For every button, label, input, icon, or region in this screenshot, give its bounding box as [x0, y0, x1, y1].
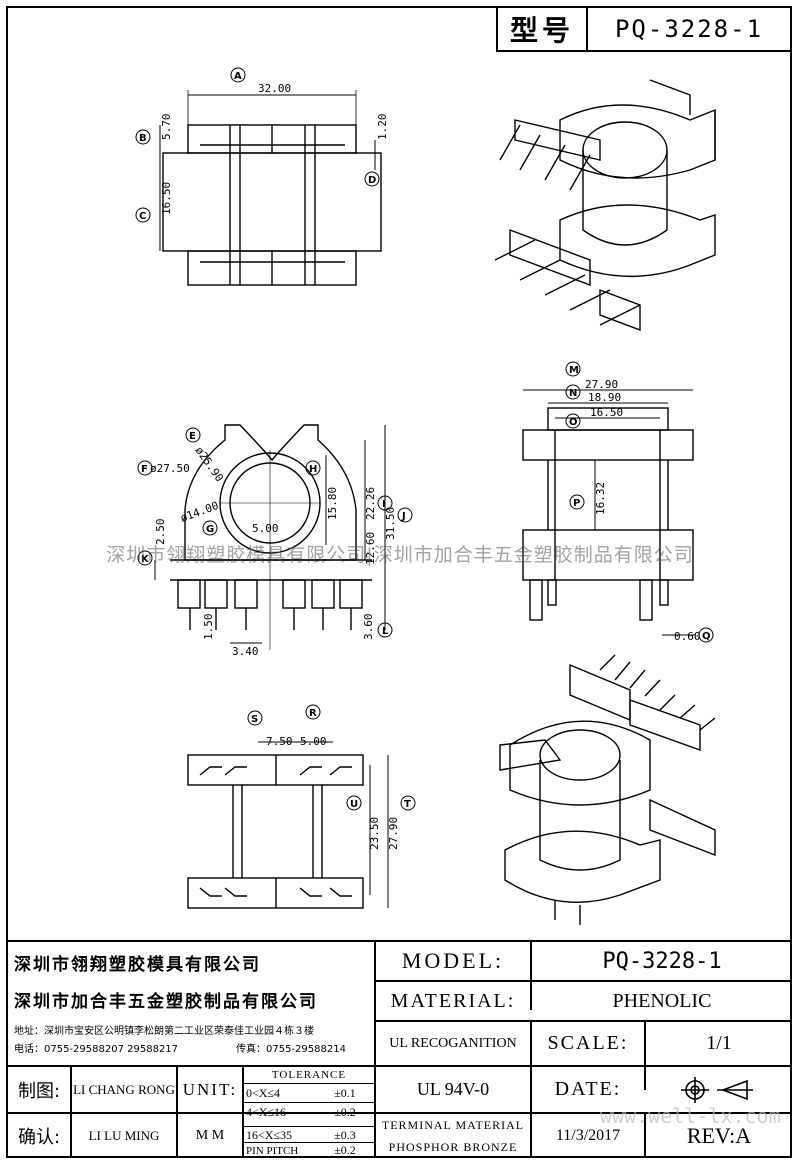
dim-m: 27.90 — [585, 378, 618, 391]
tol-range-2: 4<X≤16 — [246, 1104, 287, 1119]
dim-s: 7.50 — [266, 735, 293, 748]
company-phone: 电话：0755-29588207 29588217 — [14, 1043, 179, 1055]
marker-h-label: H — [309, 464, 317, 475]
terminal-label: TERMINAL MATERIAL — [381, 1117, 525, 1132]
technical-drawing: 32.00 5.70 16.50 1.20 A B C D — [135, 67, 716, 925]
dim-f: ø27.50 — [150, 462, 190, 475]
scale-label: SCALE: — [547, 1032, 629, 1054]
tol-range-1: 0<X≤4 — [246, 1085, 281, 1100]
checked-by: LI LU MING — [88, 1128, 160, 1143]
dim-n: 18.90 — [588, 391, 621, 404]
company-name-2: 深圳市加合丰五金塑胶制品有限公司 — [14, 991, 318, 1012]
watermark-company: 深圳市翎翔塑胶模具有限公司|深圳市加合丰五金塑胶制品有限公司 — [106, 544, 694, 566]
dim-j: 31.50 — [384, 507, 397, 540]
marker-g-label: G — [206, 524, 214, 535]
dim-b: 5.70 — [160, 114, 173, 141]
dim-g: ø14.00 — [179, 499, 221, 525]
marker-m-label: M — [569, 365, 579, 376]
marker-a-label: A — [234, 71, 242, 82]
tol-range-4: PIN PITCH — [246, 1144, 299, 1157]
marker-p-label: P — [573, 498, 580, 509]
unit-value: M M — [195, 1128, 225, 1143]
marker-q-label: Q — [702, 631, 711, 642]
dim-pin: 1.50 — [202, 614, 215, 641]
marker-i-label: I — [382, 499, 386, 510]
marker-s-label: S — [251, 714, 258, 725]
scale-value: 1/1 — [706, 1032, 732, 1054]
dim-l: 3.60 — [362, 614, 375, 641]
dim-e: ø25.90 — [193, 444, 226, 484]
tol-value-1: ±0.1 — [334, 1085, 356, 1100]
company-fax: 传真：0755-29588214 — [236, 1043, 346, 1055]
marker-e-label: E — [189, 431, 196, 442]
dim-a: 32.00 — [258, 82, 291, 95]
type-label: 型号 — [496, 6, 588, 52]
tol-value-2: ±0.2 — [334, 1104, 356, 1119]
dim-r: 5.00 — [300, 735, 327, 748]
dim-p: 16.32 — [594, 482, 607, 515]
ul-label: UL RECOGANITION — [389, 1035, 517, 1051]
dim-i: 22.26 — [364, 487, 377, 520]
material-value: PHENOLIC — [612, 989, 712, 1012]
date-label: DATE: — [554, 1078, 622, 1100]
marker-f-label: F — [141, 464, 148, 475]
dim-c: 16.50 — [160, 182, 173, 215]
marker-k-label: K — [141, 554, 150, 565]
dim-d: 1.20 — [376, 114, 389, 141]
dim-o: 16.50 — [590, 406, 623, 419]
marker-o-label: O — [569, 417, 578, 428]
dim-k2: 12.60 — [364, 532, 377, 565]
material-label: MATERIAL: — [390, 989, 516, 1012]
dim-w: 5.00 — [252, 522, 279, 535]
check-label: 确认: — [17, 1127, 61, 1148]
dim-q: 0.60 — [674, 630, 701, 643]
date-value: 11/3/2017 — [555, 1127, 621, 1144]
isometric-view-top — [494, 79, 716, 332]
company-name-1: 深圳市翎翔塑胶模具有限公司 — [14, 954, 261, 975]
drawing-frame — [6, 6, 792, 1158]
third-angle-projection-icon — [681, 1076, 753, 1103]
marker-j-label: J — [401, 511, 406, 522]
dim-t: 27.90 — [387, 817, 400, 850]
header-model: PQ-3228-1 — [586, 6, 792, 52]
projection-symbol — [646, 1067, 792, 1112]
model-label: MODEL: — [401, 948, 505, 973]
terminal-value: PHOSPHOR BRONZE — [388, 1139, 518, 1154]
front-view — [154, 424, 386, 650]
drawn-label: 制图: — [17, 1080, 61, 1102]
marker-c-label: C — [139, 211, 146, 222]
title-block: 深圳市翎翔塑胶模具有限公司 深圳市加合丰五金塑胶制品有限公司 地址：深圳市宝安区… — [6, 940, 792, 1158]
marker-a — [230, 67, 246, 83]
top-view — [159, 90, 382, 286]
marker-b-label: B — [139, 133, 147, 144]
isometric-view-bottom — [499, 654, 716, 925]
model-value: PQ-3228-1 — [602, 948, 722, 974]
marker-u-label: U — [350, 799, 358, 810]
marker-n-label: N — [569, 388, 577, 399]
marker-r-label: R — [309, 708, 317, 719]
marker-t-label: T — [404, 799, 411, 810]
website-watermark: www.well-lx.com — [600, 1104, 781, 1128]
marker-l-label: L — [382, 626, 389, 637]
company-address: 地址：深圳市宝安区公明镇李松朗第二工业区荣泰佳工业园４栋３楼 — [14, 1025, 314, 1037]
tol-value-3: ±0.3 — [334, 1127, 356, 1142]
dim-pitch: 3.40 — [232, 645, 259, 658]
dim-h: 15.80 — [326, 487, 339, 520]
unit-label: UNIT: — [182, 1079, 238, 1099]
side-view — [522, 389, 695, 636]
revision: REV:A — [686, 1123, 752, 1148]
dim-k: 2.50 — [154, 519, 167, 546]
marker-d-label: D — [368, 175, 376, 186]
tol-value-4: ±0.2 — [334, 1143, 356, 1157]
tolerance-title: TOLERANCE — [271, 1069, 347, 1081]
drawn-by: LI CHANG RONG — [73, 1081, 175, 1097]
bottom-view — [187, 741, 389, 909]
dim-u: 23.50 — [368, 817, 381, 850]
tol-range-3: 16<X≤35 — [246, 1127, 293, 1142]
ul-value: UL 94V-0 — [416, 1079, 490, 1099]
